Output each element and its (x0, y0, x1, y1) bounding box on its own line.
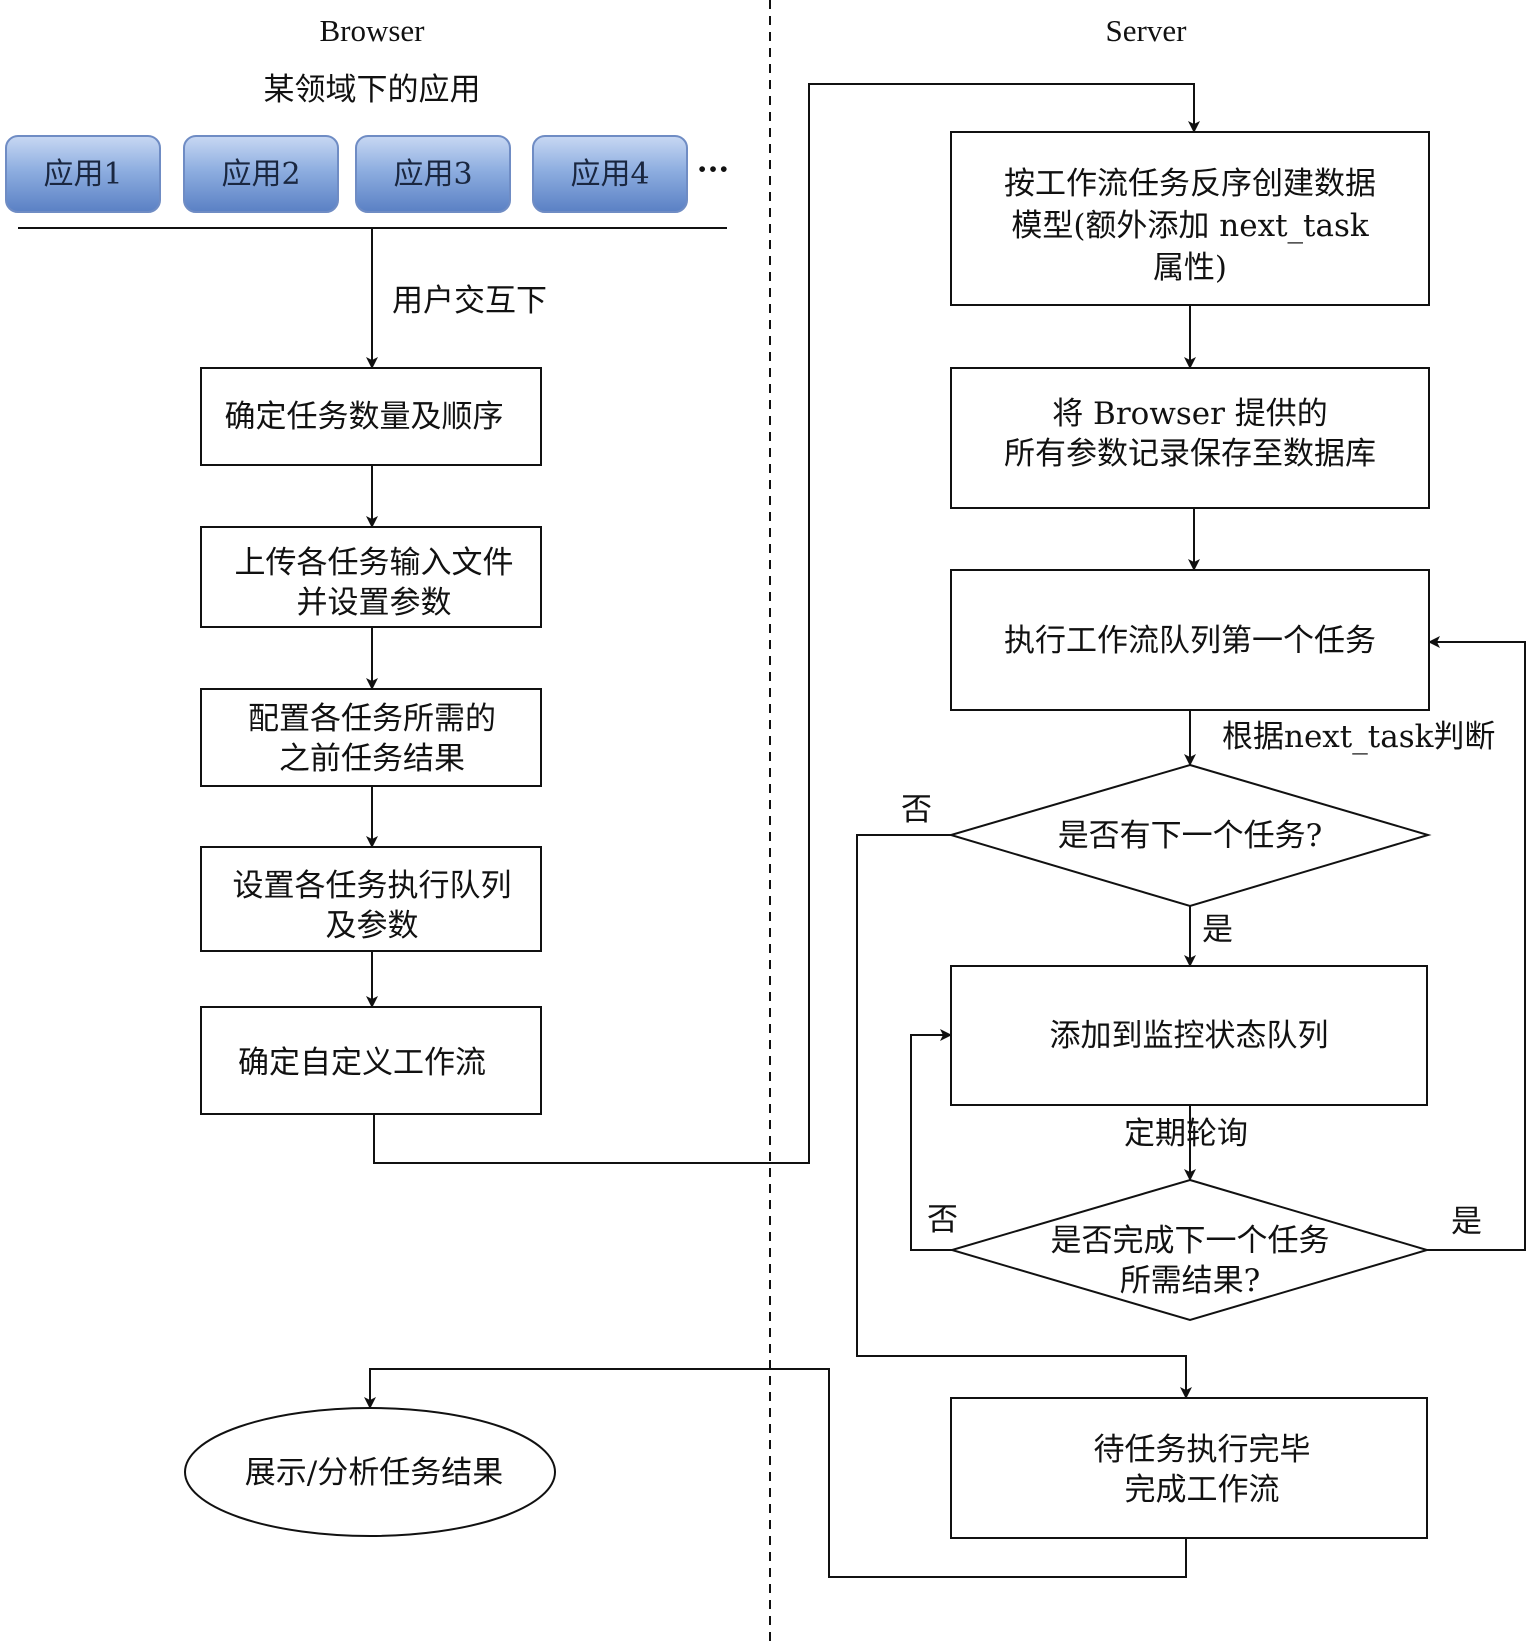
more-apps-ellipsis: ··· (697, 152, 729, 188)
step-save-params: 将 Browser 提供的 所有参数记录保存至数据库 (950, 367, 1430, 509)
step-configure-dependencies: 配置各任务所需的 之前任务结果 (200, 688, 542, 787)
step-text: 及参数 (326, 908, 419, 944)
step-text: 执行工作流队列第一个任务 (1004, 623, 1376, 659)
step-text: 上传各任务输入文件 (235, 545, 514, 581)
yes-label: 是 (1451, 1204, 1482, 1240)
step-text: 添加到监控状态队列 (1050, 1018, 1329, 1054)
step-text: 确定自定义工作流 (238, 1045, 486, 1081)
app-button-label: 应用1 (43, 157, 122, 192)
arrow-no-next-to-finish (856, 834, 1192, 1399)
app-button-label: 应用2 (221, 157, 300, 192)
domain-apps-label: 某领域下的应用 (264, 72, 481, 108)
judge-label: 根据next_task判断 (1222, 719, 1495, 755)
step-add-monitor-queue: 添加到监控状态队列 (950, 965, 1428, 1106)
step-run-first-task: 执行工作流队列第一个任务 (950, 569, 1430, 711)
result-text: 展示/分析任务结果 (245, 1455, 503, 1491)
step-text: 按工作流任务反序创建数据 (1004, 166, 1376, 202)
arrow-check-yes-loop (1427, 636, 1526, 1251)
step-create-data-model: 按工作流任务反序创建数据 模型(额外添加 next_task 属性) (950, 131, 1430, 306)
step-text: 完成工作流 (1125, 1472, 1280, 1508)
interaction-label: 用户交互下 (392, 283, 547, 319)
step-text: 之前任务结果 (279, 741, 465, 777)
app-button-label: 应用3 (393, 157, 472, 192)
decision-text: 所需结果? (1120, 1263, 1261, 1299)
step-text: 确定任务数量及顺序 (225, 399, 504, 435)
no-label: 否 (901, 792, 932, 828)
arrow-finish-to-result (364, 1368, 1187, 1578)
app-button-label: 应用4 (570, 157, 649, 192)
step-text: 设置各任务执行队列 (233, 868, 512, 904)
app-button-2[interactable]: 应用2 (183, 135, 339, 213)
browser-header: Browser (319, 13, 425, 48)
step-text: 模型(额外添加 next_task (1011, 208, 1369, 244)
step-confirm-workflow: 确定自定义工作流 (200, 1006, 542, 1115)
step-text: 属性) (1153, 250, 1227, 286)
step-text: 待任务执行完毕 (1094, 1432, 1311, 1468)
app-button-4[interactable]: 应用4 (532, 135, 688, 213)
step-text: 将 Browser 提供的 (1052, 396, 1328, 432)
step-determine-tasks: 确定任务数量及顺序 (200, 367, 542, 466)
app-button-3[interactable]: 应用3 (355, 135, 511, 213)
step-set-queues: 设置各任务执行队列 及参数 (200, 846, 542, 952)
no-label: 否 (927, 1202, 958, 1238)
server-header: Server (1106, 13, 1188, 48)
arrow-browser-to-server (373, 83, 1200, 1164)
decision-results-ready: 是否完成下一个任务 所需结果? (948, 1178, 1431, 1322)
decision-has-next-task: 是否有下一个任务? (947, 763, 1432, 908)
decision-text: 是否完成下一个任务 (1051, 1223, 1330, 1259)
step-text: 并设置参数 (297, 585, 452, 621)
step-text: 所有参数记录保存至数据库 (1004, 436, 1376, 472)
poll-label: 定期轮询 (1124, 1116, 1248, 1152)
step-text: 配置各任务所需的 (248, 701, 496, 737)
yes-label: 是 (1202, 912, 1233, 948)
result-display-node: 展示/分析任务结果 (184, 1407, 556, 1537)
step-finish-workflow: 待任务执行完毕 完成工作流 (950, 1397, 1428, 1539)
app-button-1[interactable]: 应用1 (5, 135, 161, 213)
decision-text: 是否有下一个任务? (1058, 818, 1323, 854)
step-upload-files: 上传各任务输入文件 并设置参数 (200, 526, 542, 628)
arrow-check-no-loop (910, 1029, 952, 1251)
